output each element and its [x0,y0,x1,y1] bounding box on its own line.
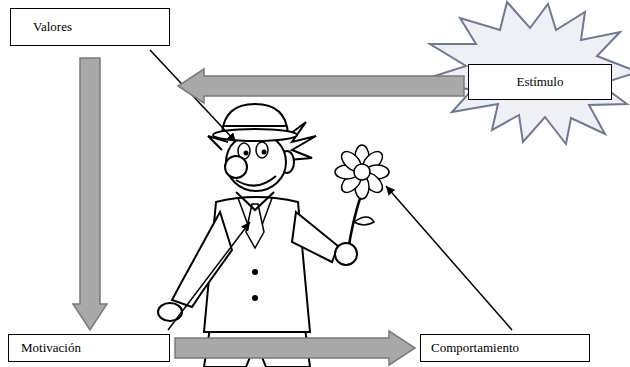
flower-leaf [354,217,374,225]
block-arrow [178,69,464,103]
block-arrow [175,331,415,365]
clown-collar [236,192,274,210]
clown-mouth [236,176,276,186]
box-label: Valores [33,19,72,35]
process-box: Motivación [8,334,170,362]
box-label: Estímulo [517,74,564,90]
clown-pupil [244,151,249,156]
clown-left-hand [158,303,182,321]
starburst [422,2,630,144]
process-box: Valores [10,8,170,46]
coat-button [252,295,258,301]
flower-head [335,145,389,199]
clown-left-sleeve [172,212,232,307]
clown-right-sleeve [292,212,338,262]
block-arrow [73,58,107,330]
process-box: Comportamiento [420,334,590,362]
clown-eye [256,142,268,158]
box-label: Motivación [21,340,81,356]
clown-nose [225,156,247,178]
coat-button [252,269,258,275]
flower-center [354,164,370,180]
box-label: Comportamiento [431,340,519,356]
clown-pupil [262,150,267,155]
clown-hat-band [224,125,286,127]
clown-right-hand [335,243,357,265]
process-box: Estímulo [468,64,612,100]
leader-line [168,222,250,330]
leader-line [386,186,512,330]
